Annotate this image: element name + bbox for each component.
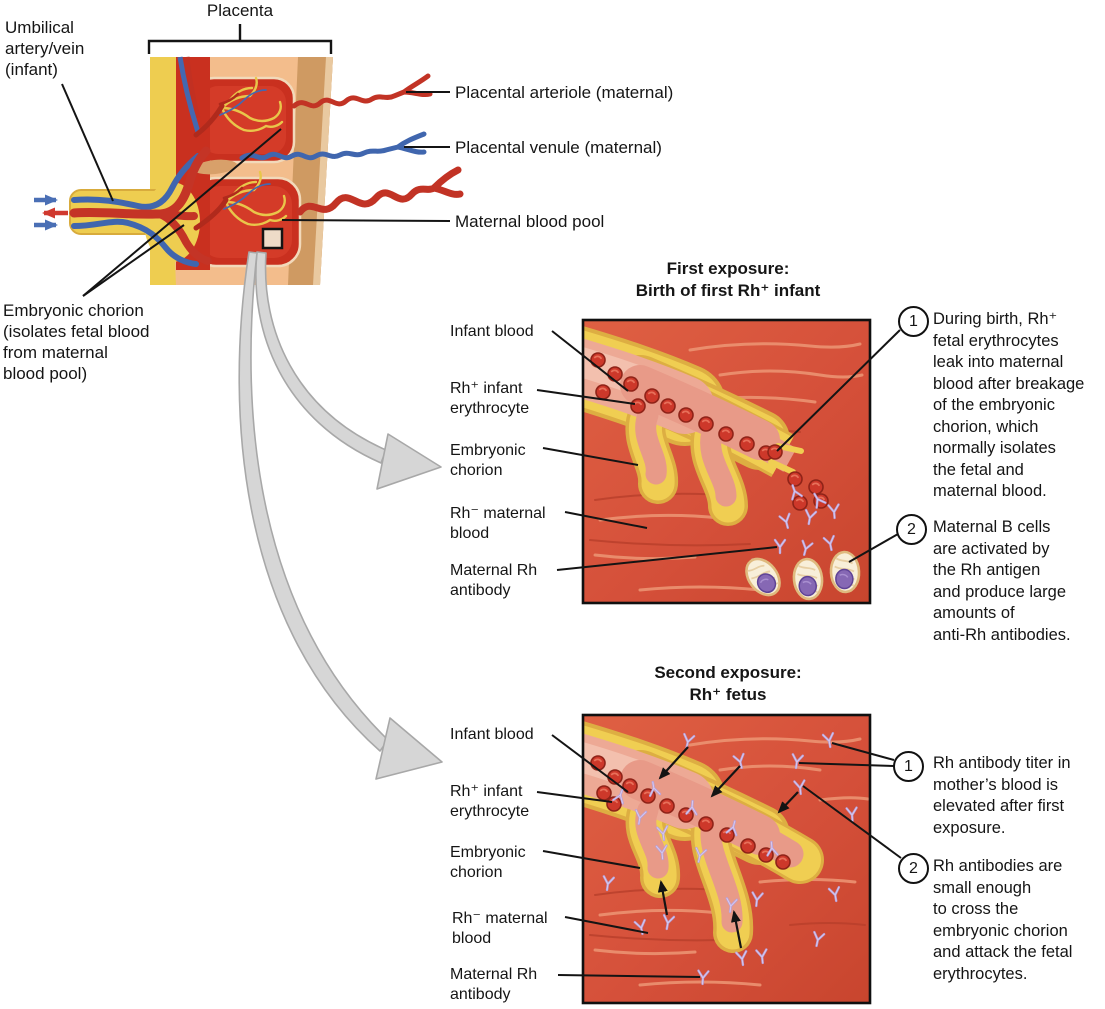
maternal-blood-pool-label: Maternal blood pool: [455, 212, 605, 231]
flow-arrows: [34, 194, 68, 231]
placenta-bracket: [147, 24, 333, 54]
step-number: 1: [909, 312, 918, 330]
second-exposure-panel: [581, 713, 872, 1005]
step-2-circle-second: 2: [898, 853, 929, 884]
placental-arteriole-label: Placental arteriole (maternal): [455, 83, 674, 102]
placenta-label: Placenta: [206, 1, 274, 20]
embryonic-chorion-label-2: Embryonic chorion: [450, 844, 526, 881]
step-2-text-first: Maternal B cells are activated by the Rh…: [933, 518, 1071, 644]
infant-blood-label-2: Infant blood: [450, 726, 534, 743]
step-number: 2: [909, 859, 918, 877]
maternal-rh-antibody-label-2: Maternal Rh antibody: [450, 966, 538, 1003]
step-1-text-first: During birth, Rh⁺ fetal erythrocytes lea…: [933, 310, 1085, 500]
umbilical-artery-vein-label: Umbilical artery/vein (infant): [5, 18, 85, 79]
spiral-artery-lower: [296, 166, 464, 216]
step-2-circle-first: 2: [896, 514, 927, 545]
rh-pos-erythrocyte-label-1: Rh⁺ infant erythrocyte: [450, 380, 530, 417]
leader-lines: [61, 83, 902, 978]
placental-venule-label: Placental venule (maternal): [455, 138, 662, 157]
embryonic-chorion-label-1: Embryonic chorion: [450, 442, 526, 479]
antibody-crossing-arrows: [657, 746, 799, 949]
step-number: 2: [907, 520, 916, 538]
first-exposure-title: First exposure: Birth of first Rh⁺ infan…: [635, 259, 821, 300]
step-2-text-second: Rh antibodies are small enough to cross …: [933, 857, 1073, 983]
step-number: 1: [904, 757, 913, 775]
step-1-circle-first: 1: [898, 306, 929, 337]
step-1-circle-second: 1: [893, 751, 924, 782]
zoom-arrow-to-second-panel: [238, 251, 443, 780]
infant-blood-label-1: Infant blood: [450, 323, 534, 340]
spiral-venule: [239, 131, 427, 161]
overview-placenta-illustration: [34, 56, 464, 285]
rh-neg-maternal-blood-label-2: Rh⁻ maternal blood: [452, 910, 548, 947]
zoom-arrow-to-first-panel: [255, 251, 442, 490]
rh-neg-maternal-blood-label-1: Rh⁻ maternal blood: [450, 505, 546, 542]
step-1-text-second: Rh antibody titer in mother’s blood is e…: [933, 754, 1071, 837]
zoom-region-marker: [261, 227, 284, 250]
first-exposure-panel: [581, 318, 872, 605]
rh-pos-erythrocyte-label-2: Rh⁺ infant erythrocyte: [450, 783, 530, 820]
embryonic-chorion-note: Embryonic chorion (isolates fetal blood …: [3, 301, 150, 383]
maternal-rh-antibody-label-1: Maternal Rh antibody: [450, 562, 538, 599]
second-exposure-title: Second exposure: Rh⁺ fetus: [654, 663, 802, 704]
